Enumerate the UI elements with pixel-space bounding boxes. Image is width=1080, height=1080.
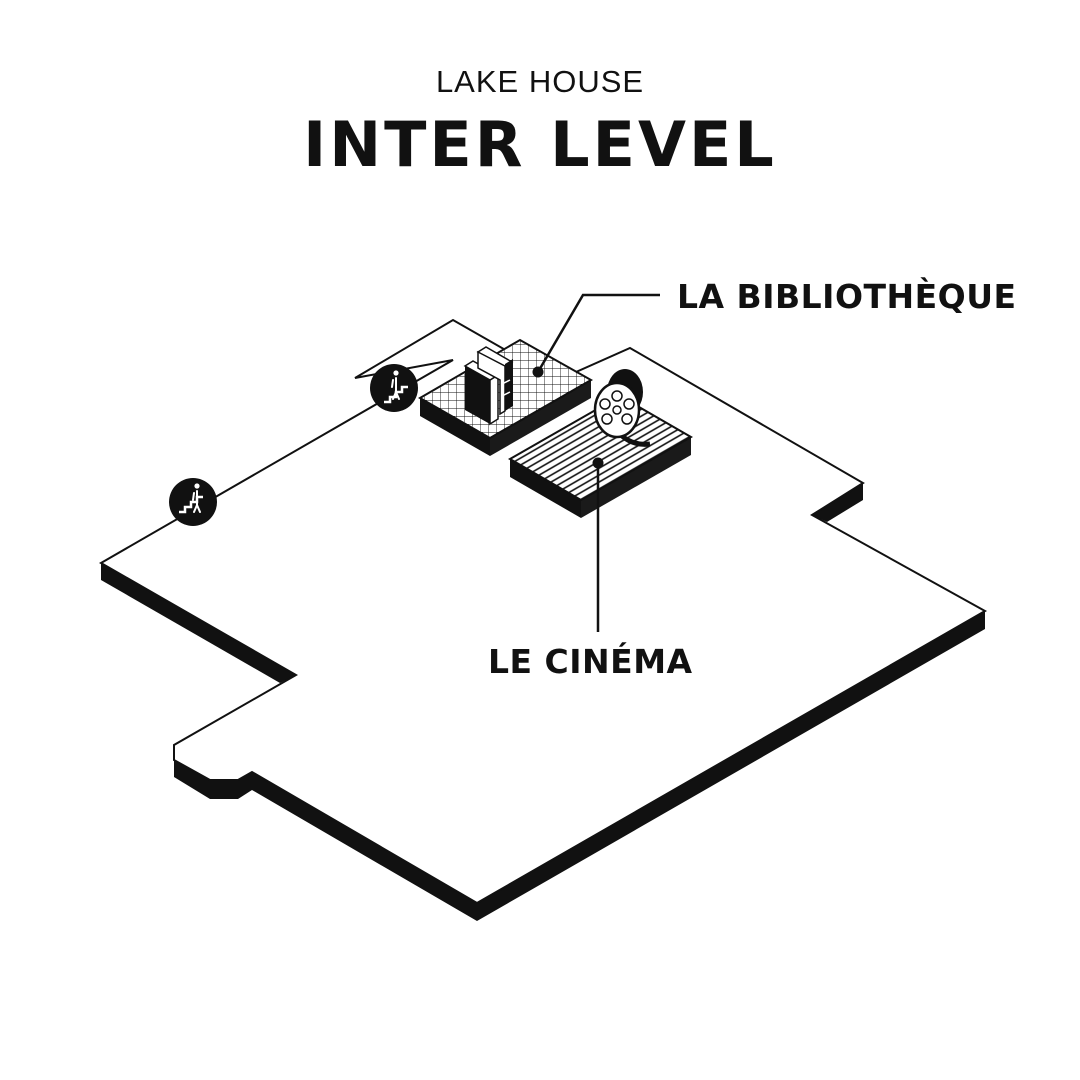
library-leader-line — [532, 293, 660, 378]
cinema-leader-line — [592, 457, 604, 632]
stairs-marker-1 — [370, 364, 418, 412]
film-reel-icon — [593, 369, 651, 447]
map-subtitle: LAKE HOUSE — [435, 64, 645, 99]
books-icon — [463, 346, 514, 426]
stairs-up-icon — [384, 370, 408, 404]
library-label: LA BIBLIOTHÈQUE — [677, 277, 1017, 316]
stairs-marker-2 — [169, 478, 217, 526]
floor-slab — [98, 318, 988, 921]
map-title: INTER LEVEL — [303, 108, 777, 181]
stairs-up-icon — [179, 483, 203, 514]
cinema-label: LE CINÉMA — [488, 642, 693, 681]
cinema-platform — [507, 394, 694, 518]
